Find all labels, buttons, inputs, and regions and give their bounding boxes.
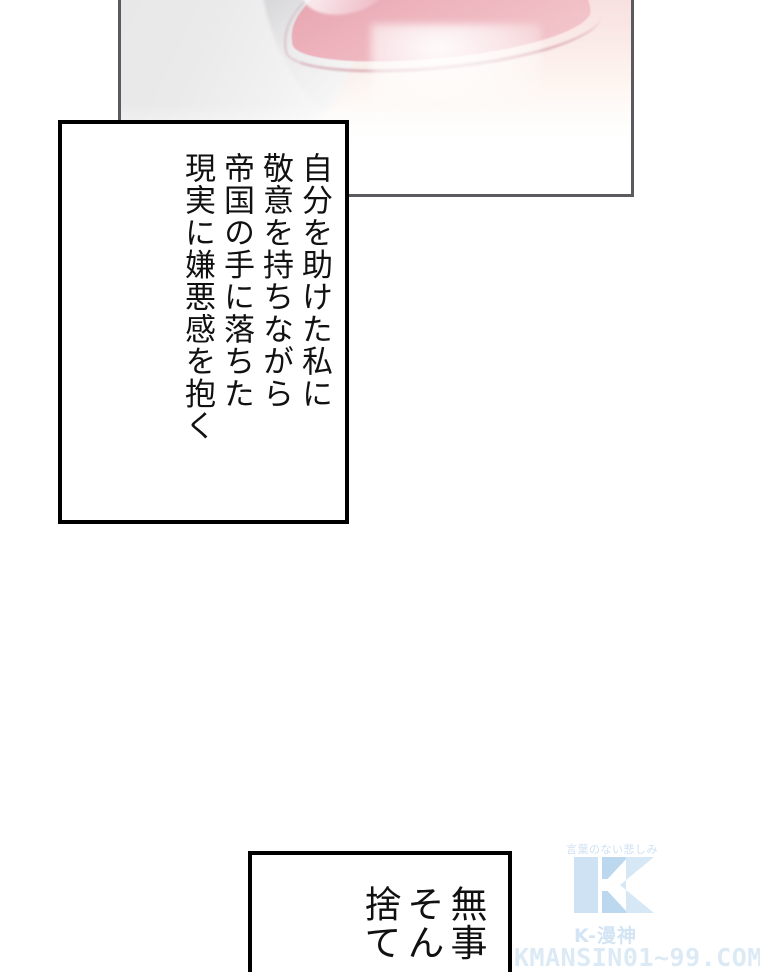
dialogue-column-1: 無事	[444, 885, 487, 962]
narration-column-4: 現実に嫌悪感を抱く	[179, 152, 215, 443]
dialogue-column-2: そん	[401, 885, 444, 962]
site-watermark: 言葉のない悲しみ K-漫神 KMANSIN01~99.COM	[514, 837, 760, 972]
k-manshin-logo-icon	[574, 857, 654, 913]
narration-box: 自分を助けた私に 敬意を持ちながら 帝国の手に落ちた 現実に嫌悪感を抱く	[58, 120, 349, 524]
dialogue-box: 無事 そん 捨て	[248, 851, 512, 972]
art-white-highlight	[371, 24, 541, 104]
dialogue-text: 無事 そん 捨て	[252, 855, 508, 972]
watermark-tagline: 言葉のない悲しみ	[566, 843, 658, 856]
narration-column-1: 自分を助けた私に	[296, 152, 332, 410]
narration-column-2: 敬意を持ちながら	[257, 152, 293, 410]
watermark-brand: K-漫神	[574, 925, 637, 947]
watermark-url: KMANSIN01~99.COM	[514, 943, 760, 972]
narration-column-3: 帝国の手に落ちた	[218, 152, 254, 410]
narration-text: 自分を助けた私に 敬意を持ちながら 帝国の手に落ちた 現実に嫌悪感を抱く	[62, 124, 345, 520]
dialogue-column-3: 捨て	[358, 885, 401, 962]
